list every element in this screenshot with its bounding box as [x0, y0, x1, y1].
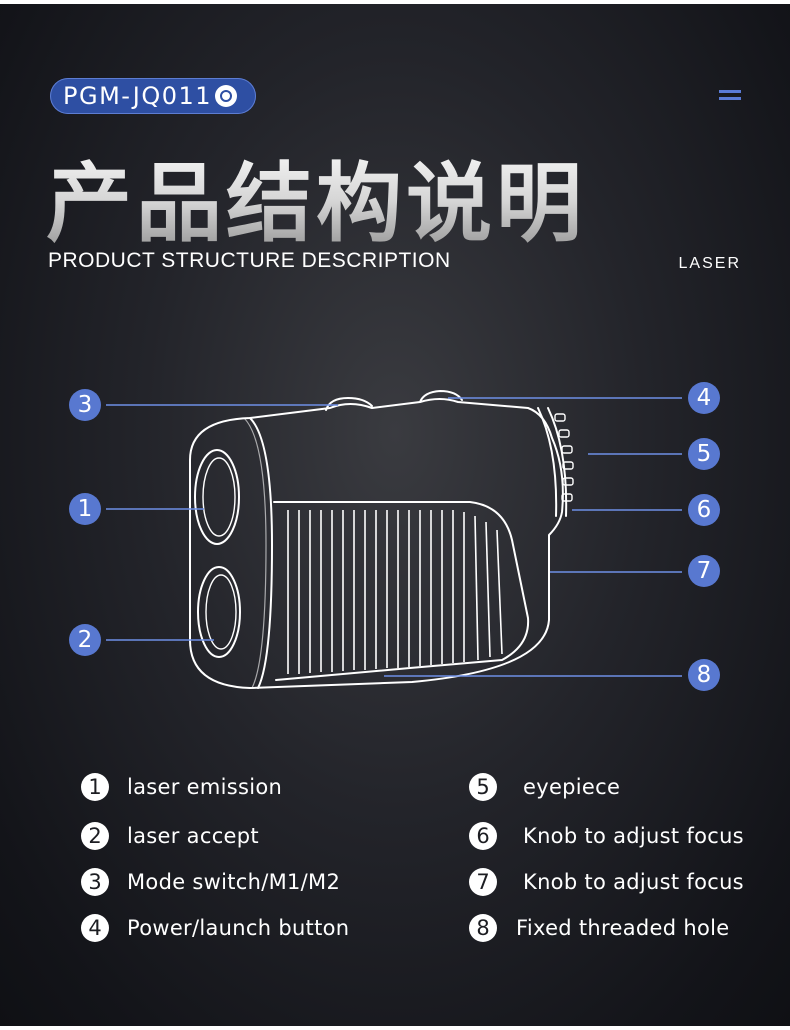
callout-1: 1 — [69, 493, 101, 525]
legend-label-6: Knob to adjust focus — [523, 824, 744, 848]
legend-label-3: Mode switch/M1/M2 — [127, 870, 341, 894]
legend-num-1: 1 — [81, 773, 109, 801]
grip-ridges — [287, 510, 503, 674]
callout-leader-lines — [106, 397, 682, 677]
legend-num-2: 2 — [81, 822, 109, 850]
callout-8: 8 — [688, 659, 720, 691]
legend-num-8: 8 — [469, 914, 497, 942]
model-badge: PGM-JQ011 — [50, 78, 256, 114]
focus-knob-teeth — [554, 413, 574, 502]
brand-logo-icon — [215, 85, 238, 107]
legend-label-2: laser accept — [127, 824, 259, 848]
legend-label-1: laser emission — [127, 775, 283, 799]
legend-label-7: Knob to adjust focus — [523, 870, 744, 894]
legend-num-6: 6 — [469, 822, 497, 850]
menu-icon[interactable] — [719, 90, 741, 104]
callout-7: 7 — [688, 555, 720, 587]
rangefinder-illustration — [189, 390, 568, 689]
legend-num-4: 4 — [81, 914, 109, 942]
callout-6: 6 — [688, 494, 720, 526]
callout-2: 2 — [69, 624, 101, 656]
page-title: 产品结构说明 — [46, 133, 586, 258]
callout-4: 4 — [688, 382, 720, 414]
legend-num-5: 5 — [469, 773, 497, 801]
callout-5: 5 — [688, 438, 720, 470]
model-name: PGM-JQ011 — [63, 82, 213, 110]
laser-tag: LASER — [678, 255, 741, 272]
callout-3: 3 — [69, 389, 101, 421]
legend-label-8: Fixed threaded hole — [516, 916, 730, 940]
legend-label-5: eyepiece — [523, 775, 621, 799]
page-subtitle: PRODUCT STRUCTURE DESCRIPTION — [48, 249, 451, 272]
legend-label-4: Power/launch button — [127, 916, 350, 940]
legend-num-3: 3 — [81, 868, 109, 896]
legend-num-7: 7 — [469, 868, 497, 896]
